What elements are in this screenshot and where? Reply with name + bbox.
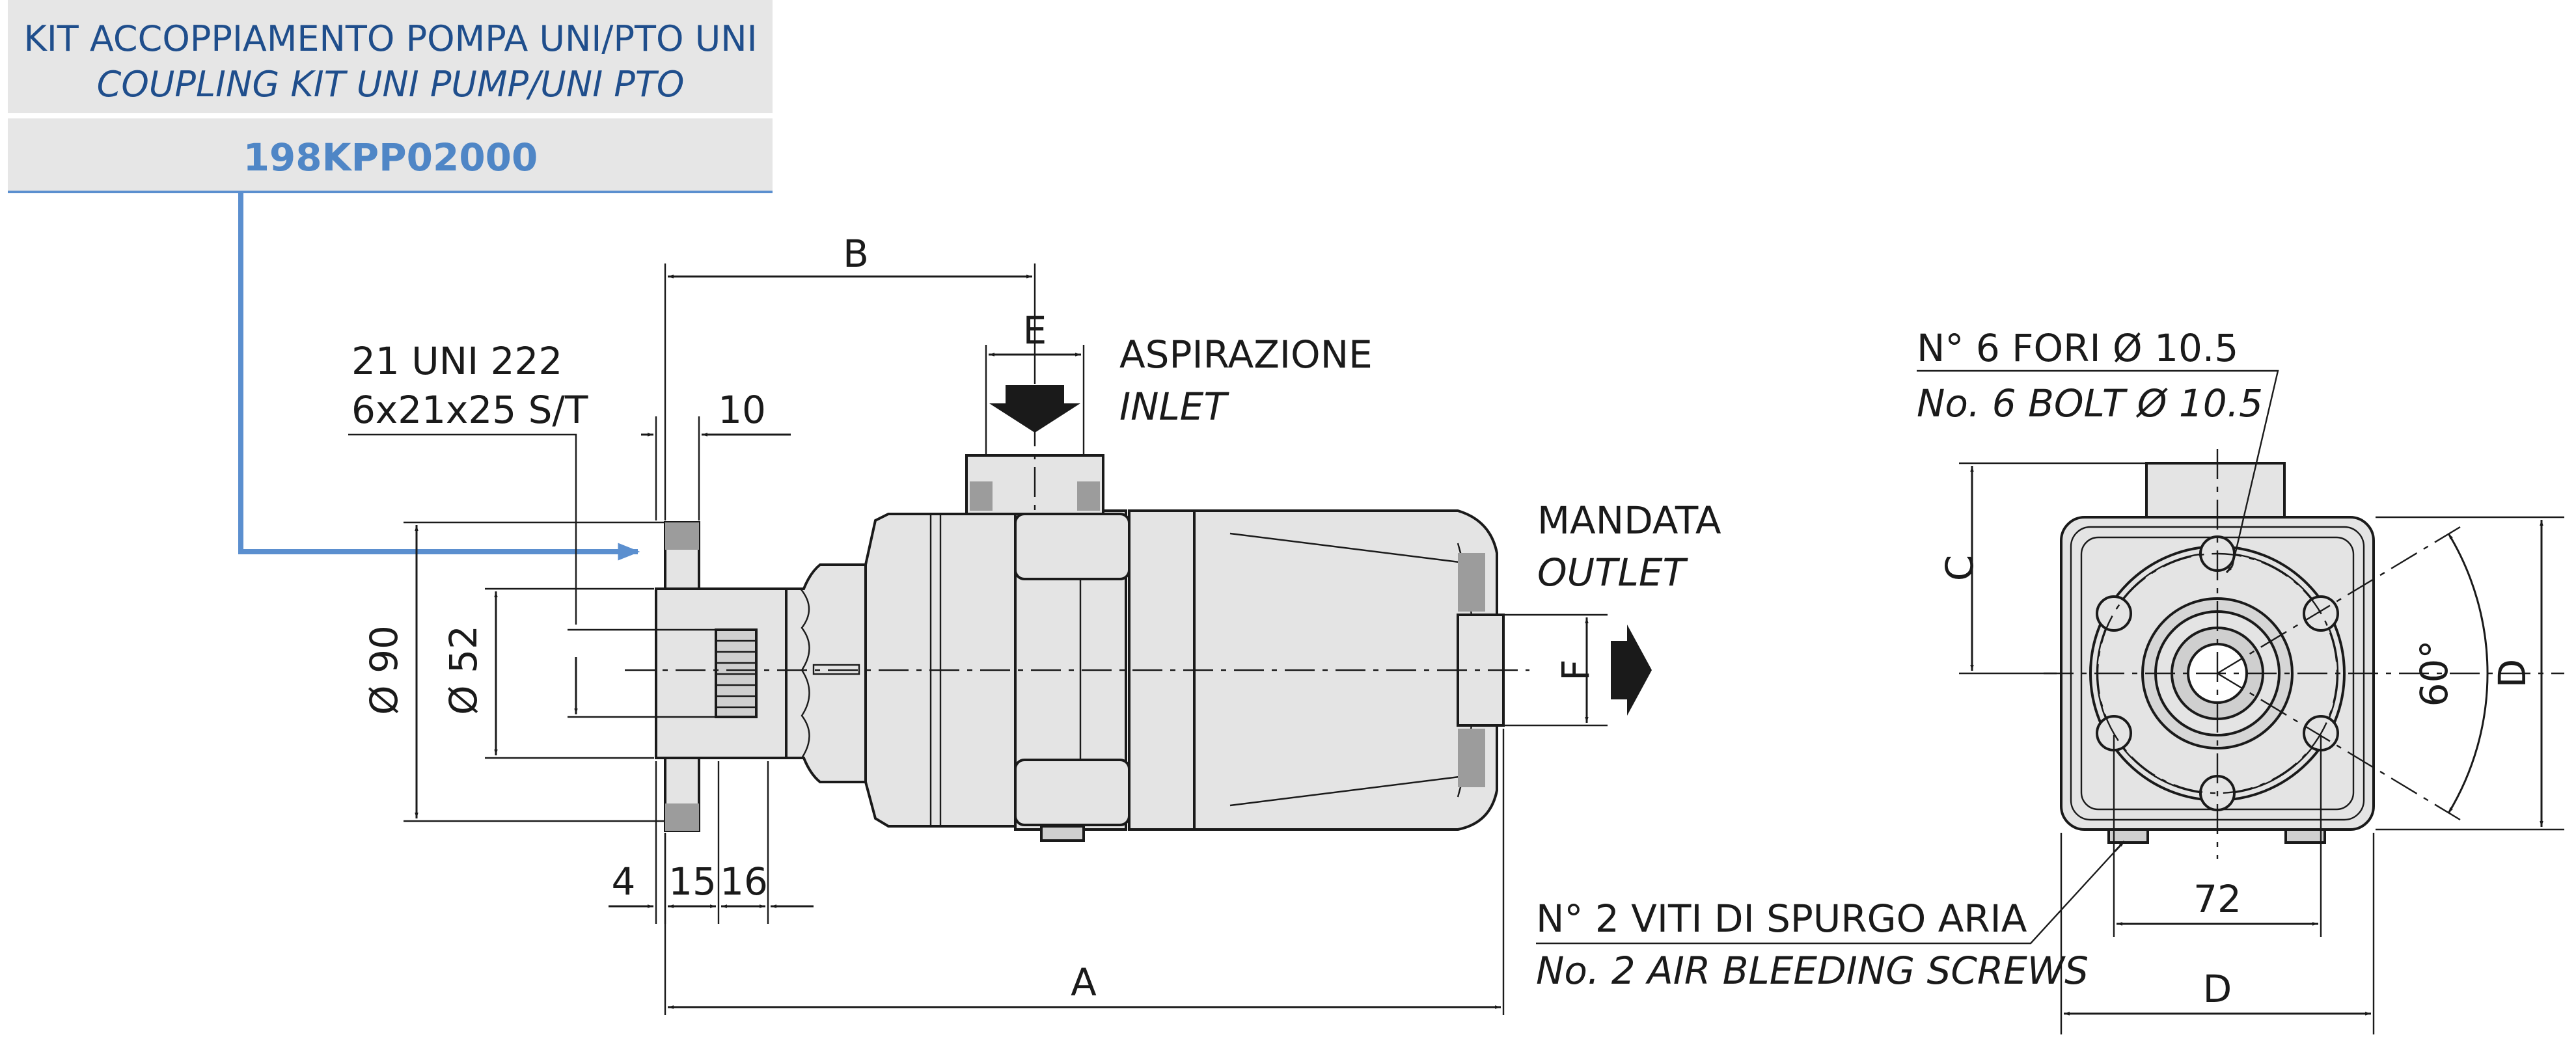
side-dimensions: A B E F 10 Ø 90 Ø 52 xyxy=(348,232,1608,1015)
dim-15: 15 xyxy=(668,859,717,904)
outlet-label-it: MANDATA xyxy=(1537,498,1721,543)
flange-hatch-top xyxy=(665,522,699,550)
front-inlet-boss xyxy=(2145,462,2286,523)
dim-A: A xyxy=(1071,960,1097,1005)
header-title-it: KIT ACCOPPIAMENTO POMPA UNI/PTO UNI xyxy=(23,18,757,59)
shaft-key xyxy=(812,664,860,675)
spline-spec-2: 6x21x25 S/T xyxy=(351,388,588,432)
dim-angle-60: 60° xyxy=(2412,640,2456,707)
spline-spec-1: 21 UNI 222 xyxy=(351,339,562,383)
bottom-boss xyxy=(1014,759,1130,826)
bleed-screws-label-en: No. 2 AIR BLEEDING SCREWS xyxy=(1536,949,2089,993)
outlet-arrow-icon xyxy=(1611,625,1652,716)
inlet-label-en: INLET xyxy=(1119,385,1229,429)
spline-teeth xyxy=(716,640,756,708)
kit-code: 198KPP02000 xyxy=(243,135,538,180)
dim-F: F xyxy=(1554,659,1598,681)
dim-dia-52: Ø 52 xyxy=(441,625,486,715)
dim-4: 4 xyxy=(612,859,636,904)
bolt-holes-label-en: No. 6 BOLT Ø 10.5 xyxy=(1917,381,2263,425)
dim-10: 10 xyxy=(718,388,766,432)
front-dimensions: C D 60° 72 D xyxy=(1536,370,2564,1034)
bleed-screw-side xyxy=(1040,825,1085,842)
bleed-screws-label-it: N° 2 VITI DI SPURGO ARIA xyxy=(1536,897,2027,941)
bleed-screw-front-left xyxy=(2107,828,2149,844)
inlet-arrow-icon xyxy=(989,385,1080,433)
dim-D-horizontal: D xyxy=(2203,967,2232,1011)
bleed-screw-front-right xyxy=(2284,828,2326,844)
inlet-label-it: ASPIRAZIONE xyxy=(1119,332,1373,377)
kit-leader-arrow xyxy=(238,192,640,561)
pump-side-view xyxy=(625,416,1529,842)
dim-E: E xyxy=(1023,308,1047,353)
flange-hatch-bottom xyxy=(665,803,699,831)
dim-C: C xyxy=(1938,555,1982,582)
header-title-en: COUPLING KIT UNI PUMP/UNI PTO xyxy=(97,64,685,105)
header-table: KIT ACCOPPIAMENTO POMPA UNI/PTO UNI COUP… xyxy=(8,0,773,193)
dim-dia-90: Ø 90 xyxy=(362,625,406,715)
dim-16: 16 xyxy=(720,859,768,904)
top-boss xyxy=(1014,513,1130,580)
dim-D-vertical: D xyxy=(2490,659,2534,688)
dim-B: B xyxy=(843,232,869,276)
outlet-label-en: OUTLET xyxy=(1537,550,1688,595)
header-background xyxy=(8,0,773,192)
pump-front-view xyxy=(2044,449,2564,859)
dim-72: 72 xyxy=(2193,877,2241,921)
bolt-holes-label-it: N° 6 FORI Ø 10.5 xyxy=(1917,326,2238,370)
